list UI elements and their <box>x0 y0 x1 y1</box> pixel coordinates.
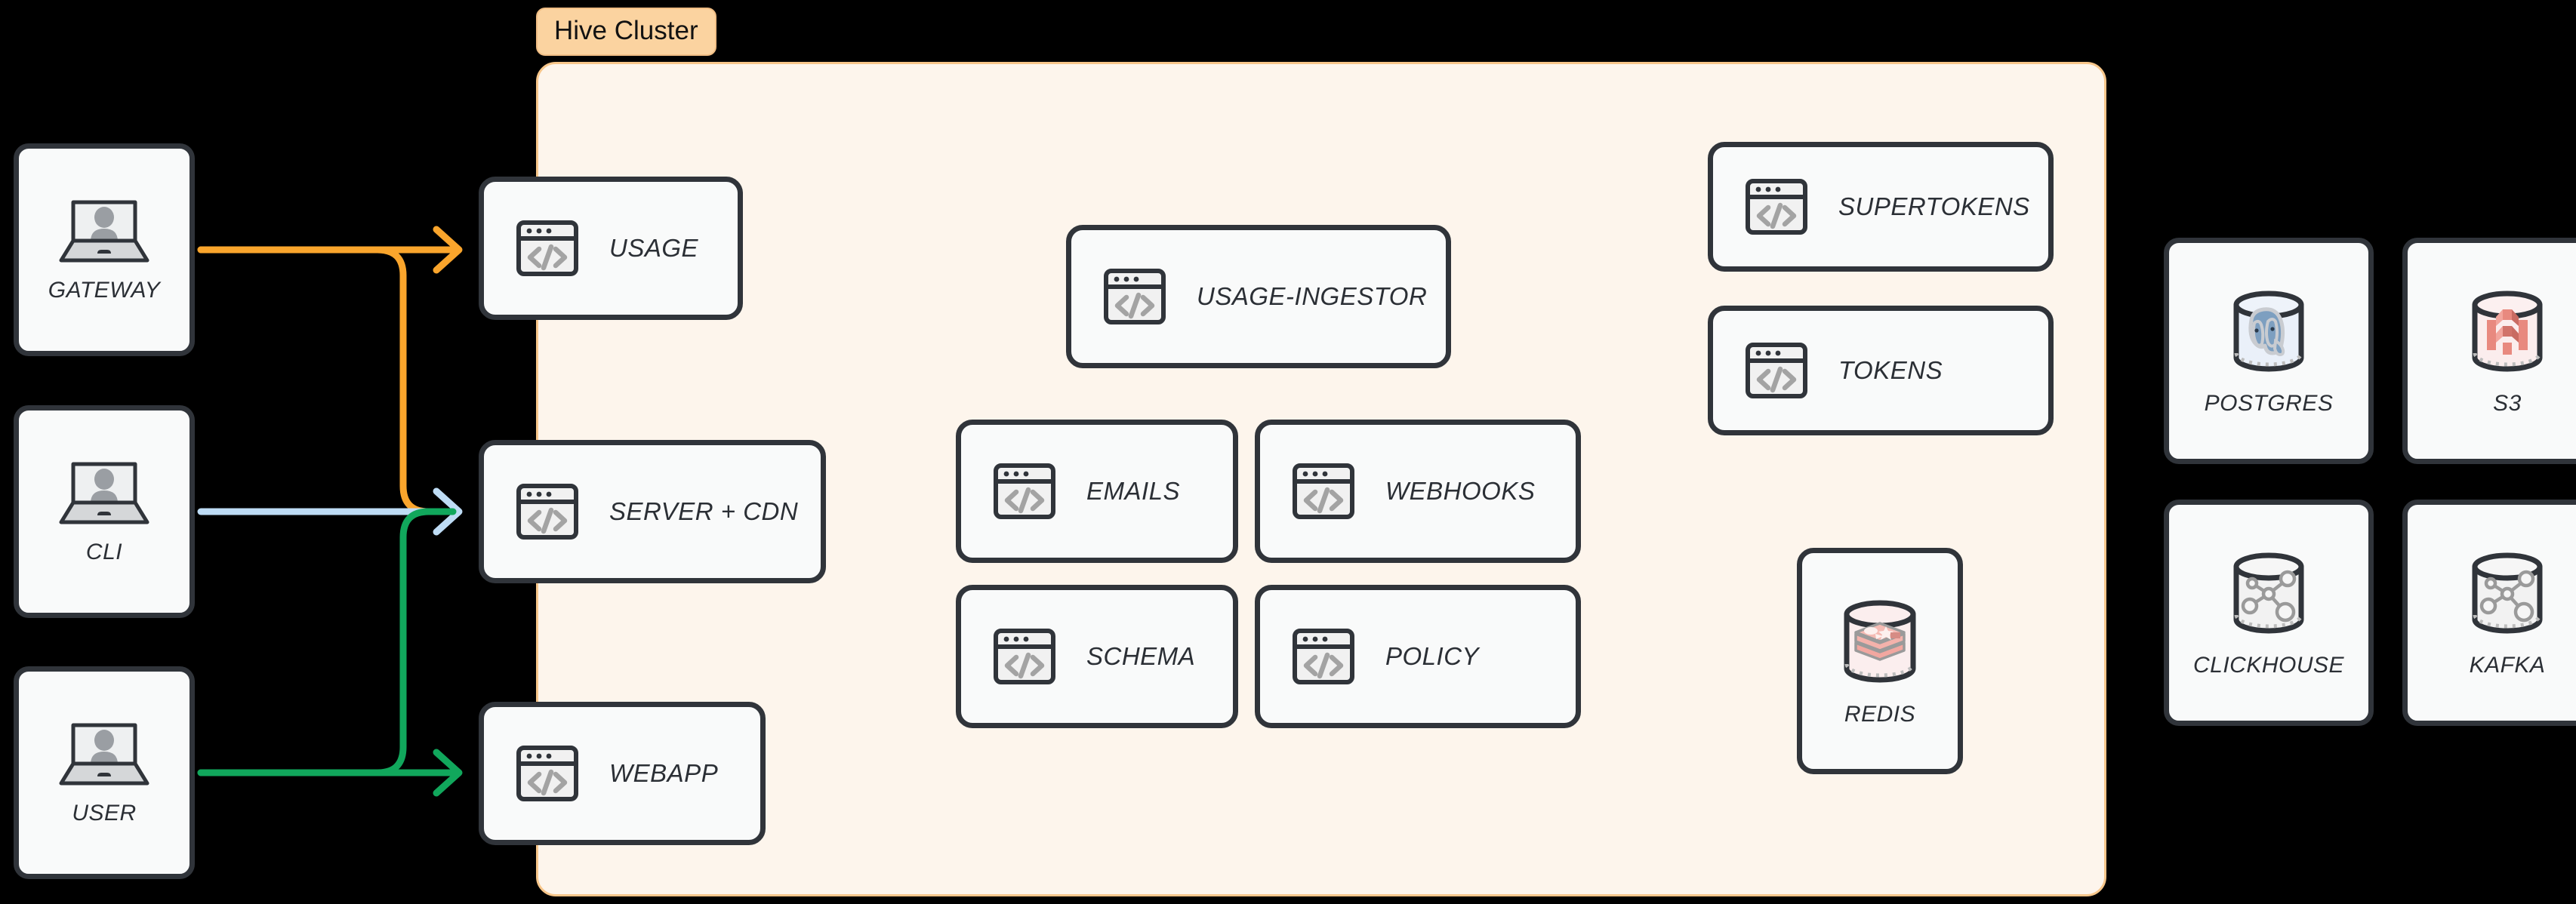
code-window-icon <box>1292 462 1355 521</box>
arrowhead-user-webapp <box>433 749 463 797</box>
wire-gateway-server <box>197 246 457 515</box>
service-node-tokens[interactable]: TOKENS <box>1708 306 2054 435</box>
client-label: USER <box>72 801 137 826</box>
datastore-node-s3[interactable]: S3 <box>2402 238 2576 464</box>
code-window-icon <box>516 744 579 803</box>
service-label: WEBHOOKS <box>1385 477 1536 505</box>
client-label: GATEWAY <box>48 278 161 303</box>
service-node-emails[interactable]: EMAILS <box>956 420 1238 563</box>
laptop-user-icon <box>55 458 153 529</box>
service-label: USAGE-INGESTOR <box>1197 282 1428 310</box>
s3-database-icon <box>2460 285 2555 379</box>
datastore-node-kafka[interactable]: KAFKA <box>2402 500 2576 726</box>
service-label: TOKENS <box>1838 356 1943 384</box>
code-window-icon <box>516 482 579 541</box>
postgres-database-icon <box>2221 285 2316 379</box>
client-label: CLI <box>85 540 123 564</box>
datastore-label: KAFKA <box>2469 653 2546 678</box>
client-node-gateway[interactable]: GATEWAY <box>14 143 195 356</box>
service-label: EMAILS <box>1086 477 1181 505</box>
service-node-webhooks[interactable]: WEBHOOKS <box>1255 420 1581 563</box>
wire-user-server <box>197 508 457 776</box>
hive-cluster-badge: Hive Cluster <box>536 8 716 56</box>
redis-database-icon <box>1833 595 1927 688</box>
service-label: USAGE <box>609 234 699 262</box>
graph-database-icon <box>2460 547 2555 641</box>
service-node-schema[interactable]: SCHEMA <box>956 585 1238 728</box>
service-label: SUPERTOKENS <box>1838 192 2030 220</box>
laptop-user-icon <box>55 719 153 790</box>
service-node-server-cdn[interactable]: SERVER + CDN <box>479 440 826 583</box>
datastore-label: REDIS <box>1844 702 1916 727</box>
service-node-supertokens[interactable]: SUPERTOKENS <box>1708 142 2054 272</box>
arrowhead-cli-server <box>433 487 463 536</box>
service-label: WEBAPP <box>609 759 719 787</box>
datastore-label: CLICKHOUSE <box>2192 653 2345 678</box>
service-label: SCHEMA <box>1086 642 1196 670</box>
code-window-icon <box>1292 627 1355 686</box>
datastore-label: S3 <box>2493 391 2522 416</box>
service-label: SERVER + CDN <box>609 497 799 525</box>
datastore-node-redis[interactable]: REDIS <box>1797 548 1963 774</box>
service-node-usage[interactable]: USAGE <box>479 177 743 320</box>
code-window-icon <box>993 462 1056 521</box>
datastore-node-postgres[interactable]: POSTGRES <box>2164 238 2374 464</box>
client-node-cli[interactable]: CLI <box>14 405 195 618</box>
code-window-icon <box>1745 177 1808 236</box>
service-node-webapp[interactable]: WEBAPP <box>479 702 766 845</box>
code-window-icon <box>1745 341 1808 400</box>
datastore-node-clickhouse[interactable]: CLICKHOUSE <box>2164 500 2374 726</box>
client-node-user[interactable]: USER <box>14 666 195 879</box>
datastore-label: POSTGRES <box>2204 391 2334 416</box>
code-window-icon <box>993 627 1056 686</box>
code-window-icon <box>516 219 579 278</box>
code-window-icon <box>1103 267 1166 326</box>
service-node-usage-ingestor[interactable]: USAGE-INGESTOR <box>1066 225 1451 368</box>
graph-database-icon <box>2221 547 2316 641</box>
arrowhead-gateway-usage <box>433 226 463 274</box>
service-node-policy[interactable]: POLICY <box>1255 585 1581 728</box>
service-label: POLICY <box>1385 642 1480 670</box>
laptop-user-icon <box>55 196 153 267</box>
